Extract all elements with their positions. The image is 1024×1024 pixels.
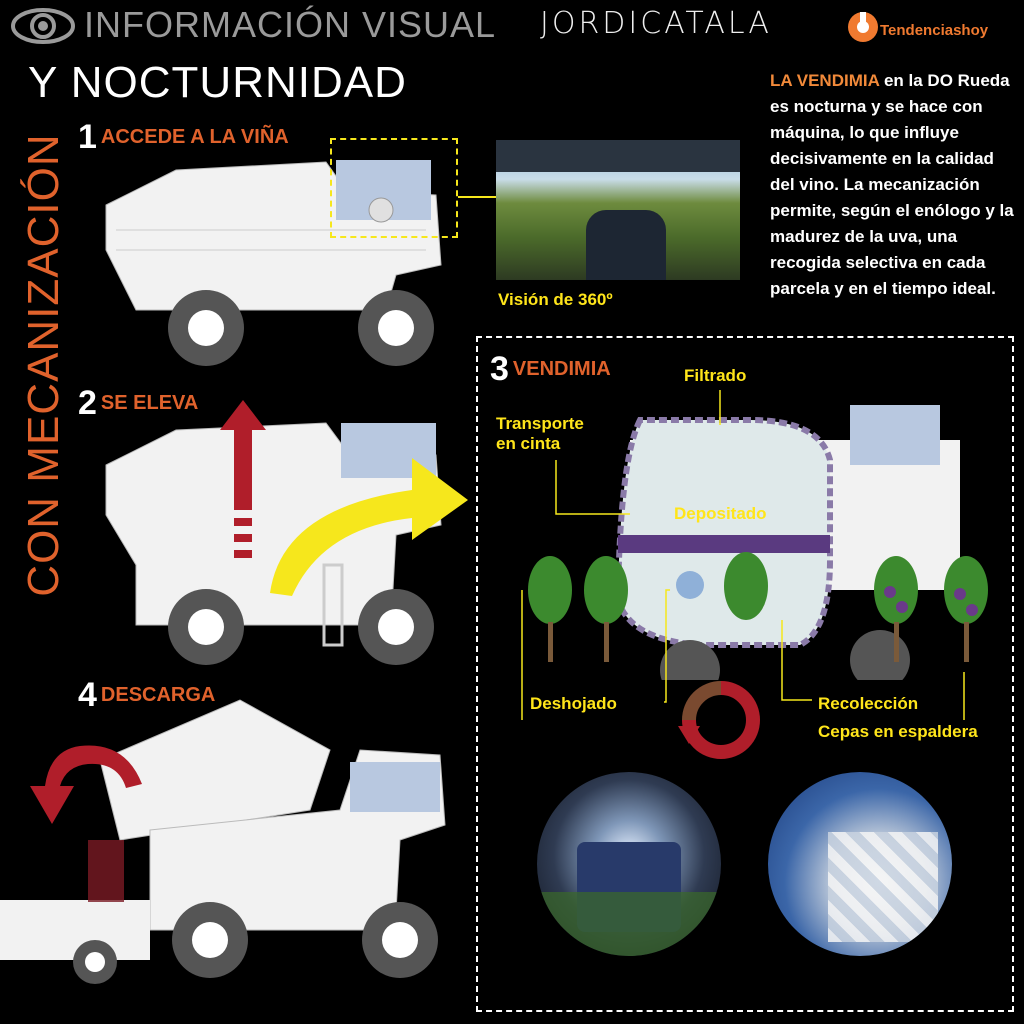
rotation-arrow-icon — [678, 681, 760, 759]
harvester-step-4 — [0, 699, 446, 984]
step-3-box — [476, 336, 1014, 1012]
filtrado-label: Filtrado — [684, 366, 747, 385]
arrow-up-icon — [220, 400, 266, 558]
harvester-step-1 — [105, 160, 442, 366]
vision-label: Visión de 360º — [498, 290, 613, 309]
cab-highlight-box — [330, 138, 458, 238]
eye-icon — [11, 8, 75, 44]
page-subtitle: Y NOCTURNIDAD — [28, 58, 407, 107]
deshojado-label: Deshojado — [530, 694, 617, 713]
partner-logo: Tendenciashoy — [880, 22, 989, 39]
intro-highlight: LA VENDIMIA — [770, 71, 880, 90]
vine-row — [528, 552, 988, 662]
night-harvest-photo — [537, 772, 721, 956]
vertical-title: CON MECANIZACIÓN — [19, 133, 68, 597]
recoleccion-label: Recolección — [818, 694, 919, 713]
depositado-label: Depositado — [674, 504, 767, 523]
arrow-curved-yellow-icon — [270, 458, 468, 596]
intro-text: LA VENDIMIA en la DO Rueda es nocturna y… — [770, 68, 1014, 302]
cepas-label: Cepas en espaldera — [818, 722, 978, 741]
cab-view-photo — [496, 140, 740, 280]
leader-lines — [521, 390, 965, 720]
brand-logo: JORDICATALA — [540, 6, 772, 41]
arrow-discharge-icon — [30, 745, 142, 824]
shaker-detail-photo — [768, 772, 952, 956]
cab-connector-line — [458, 196, 496, 198]
intro-body: en la DO Rueda es nocturna y se hace con… — [770, 71, 1014, 298]
partner-logo-icon — [848, 12, 878, 42]
header-title: INFORMACIÓN VISUAL — [84, 4, 497, 45]
